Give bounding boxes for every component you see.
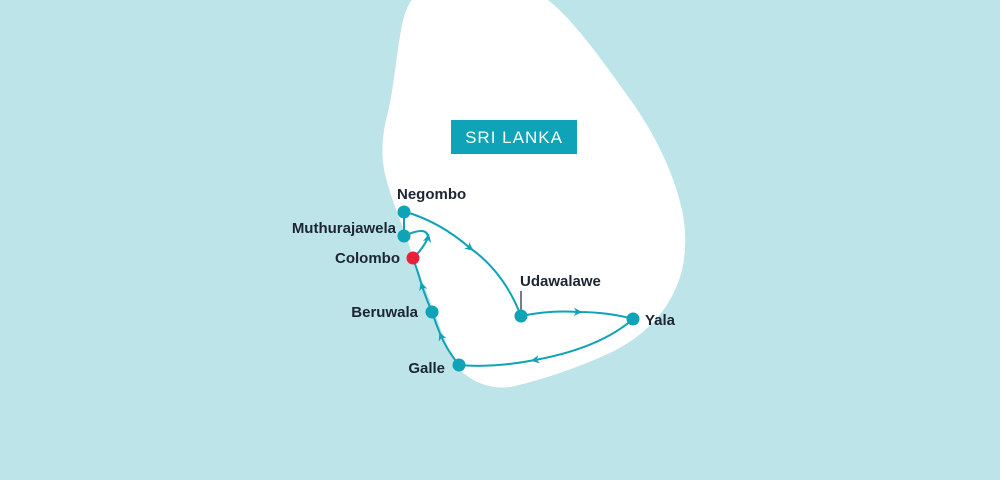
stop-label: Muthurajawela	[292, 220, 397, 237]
stop-marker	[514, 309, 528, 323]
stop-label: Yala	[645, 312, 676, 329]
country-label: SRI LANKA	[465, 128, 563, 147]
stop-marker	[397, 229, 411, 243]
stop-galle: Galle	[408, 358, 466, 377]
stop-label: Beruwala	[351, 304, 418, 321]
country-label-box	[451, 120, 577, 154]
stop-marker	[397, 205, 411, 219]
stop-marker	[452, 358, 466, 372]
stop-negombo: Negombo	[397, 186, 466, 219]
stop-muthurajawela: Muthurajawela	[292, 220, 411, 243]
stop-colombo: Colombo	[335, 250, 420, 267]
stop-beruwala: Beruwala	[351, 304, 439, 321]
stop-udawalawe: Udawalawe	[514, 273, 601, 323]
route-segment-udawalawe-yala	[520, 307, 634, 320]
stop-marker	[425, 305, 439, 319]
stop-label: Negombo	[397, 186, 466, 203]
sri-lanka-landmass	[382, 0, 686, 388]
stop-label: Udawalawe	[520, 273, 601, 290]
stop-marker	[626, 312, 640, 326]
route-segment-negombo-udawalawe	[405, 211, 522, 317]
route-segment-yala-galle	[458, 318, 634, 367]
start-marker	[406, 251, 420, 265]
stop-yala: Yala	[626, 312, 676, 329]
route-segment-galle-beruwala	[431, 311, 460, 366]
route-segment-beruwala-colombo	[412, 257, 433, 313]
stop-label: Galle	[408, 360, 445, 377]
stop-label: Colombo	[335, 250, 400, 267]
route-segment-colombo-muthurajawela	[403, 230, 432, 259]
